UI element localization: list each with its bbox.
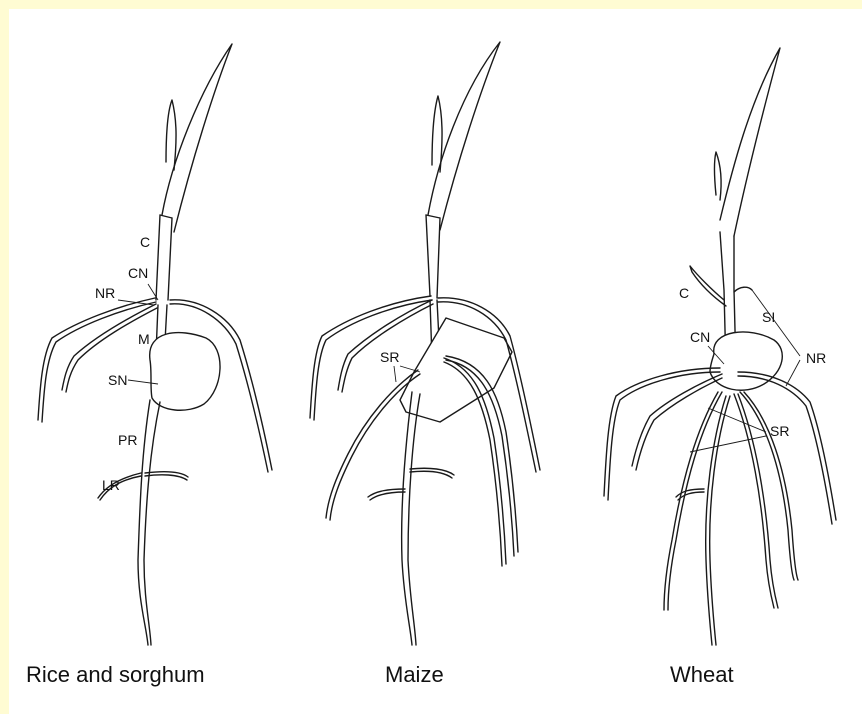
wheat-label-subcrown-internode: SI <box>762 309 775 325</box>
maize-leaf-tip <box>432 96 442 172</box>
maize-label-seminal-root: SR <box>380 349 399 365</box>
wheat-label-coleoptile: C <box>679 285 689 301</box>
wheat-nodal-root-2 <box>632 374 722 470</box>
caption-maize: Maize <box>385 662 444 688</box>
maize-leaf <box>428 42 500 230</box>
wheat-leaf-tip <box>715 152 722 200</box>
rice-label-nodal-root: NR <box>95 285 115 301</box>
rice-seedling <box>38 44 272 645</box>
rice-label-mesocotyl: M <box>138 331 150 347</box>
rice-primary-root <box>138 400 160 645</box>
wheat-sheath-hook <box>734 287 752 292</box>
rice-label-coleoptile: C <box>140 234 150 250</box>
rice-label-lateral-root: LR <box>102 477 120 493</box>
wheat-label-nodal-root: NR <box>806 350 826 366</box>
rice-label-primary-root: PR <box>118 432 137 448</box>
maize-primary-root <box>402 392 420 645</box>
maize-seedling <box>310 42 540 645</box>
wheat-seminal-root-2 <box>706 396 730 645</box>
wheat-label-coleoptile-node: CN <box>690 329 710 345</box>
rice-seed <box>150 333 220 411</box>
wheat-seminal-root-1 <box>664 392 722 610</box>
wheat-coleoptile <box>690 266 726 306</box>
caption-rice-and-sorghum: Rice and sorghum <box>26 662 205 688</box>
rice-label-coleoptile-node: CN <box>128 265 148 281</box>
wheat-leaf <box>720 48 780 236</box>
maize-coleoptile <box>426 215 440 298</box>
wheat-seedling <box>604 48 836 645</box>
maize-leader-sr-1 <box>394 366 396 382</box>
rice-nodal-root-1 <box>38 298 156 422</box>
wheat-label-seminal-root: SR <box>770 423 789 439</box>
rice-label-seed-node: SN <box>108 372 127 388</box>
rice-leader-nr <box>118 300 154 305</box>
rice-leaf-tip <box>166 100 176 170</box>
wheat-nodal-root-3 <box>738 372 836 524</box>
wheat-lateral-root <box>676 489 704 500</box>
caption-wheat: Wheat <box>670 662 734 688</box>
rice-leaf <box>162 44 232 232</box>
rice-coleoptile <box>156 215 172 300</box>
wheat-leader-nr-2 <box>786 360 800 386</box>
